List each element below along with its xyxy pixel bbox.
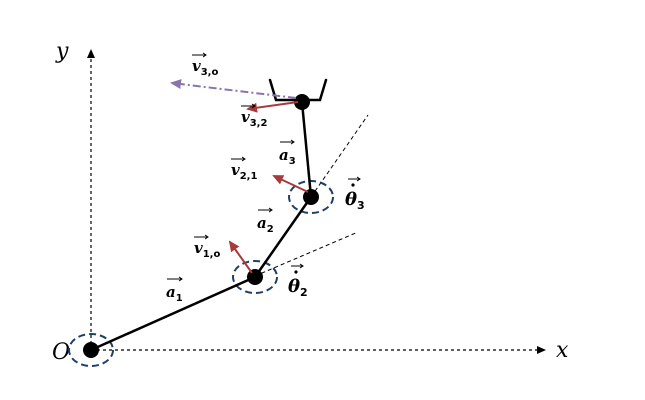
y-axis-label: y — [55, 39, 69, 64]
joint-2 — [247, 269, 263, 285]
velocity-arrow-3-2 — [246, 101, 299, 113]
link-3 — [300, 100, 313, 199]
theta-dot-label-2: θ2 — [288, 276, 308, 299]
velocity-label-3-2: v3,2 — [241, 108, 267, 129]
velocity-arrow-2-1 — [272, 175, 309, 193]
x-axis-label: x — [556, 338, 569, 363]
link-label-1: a1 — [166, 283, 183, 304]
velocity-label-1-o: v1,o — [194, 239, 220, 260]
theta-dot-label-3: θ3 — [345, 189, 365, 212]
link-label-3: a3 — [279, 146, 296, 167]
joint-base — [83, 342, 99, 358]
theta-dot-2 — [294, 270, 298, 274]
velocity-arrow-1-o — [228, 240, 253, 274]
guide-line-joint-2 — [254, 231, 359, 277]
rotation-ring-joint-3 — [288, 180, 334, 214]
joint-end-effector — [294, 94, 310, 110]
velocity-label-2-1: v2,1 — [231, 161, 257, 182]
velocity-label-3-o: v3,o — [192, 57, 218, 78]
origin-label: O — [52, 340, 70, 365]
guide-line-joint-3 — [310, 114, 369, 198]
rotation-ring-joint-2 — [232, 260, 278, 294]
theta-dot-3 — [351, 183, 355, 187]
over-arrows — [167, 52, 361, 282]
link-label-2: a2 — [257, 214, 274, 235]
rotation-ring-base — [68, 333, 114, 367]
joint-3 — [303, 189, 319, 205]
link-2 — [253, 195, 313, 279]
velocity-arrow-3-o — [170, 79, 297, 99]
link-1 — [89, 275, 257, 352]
